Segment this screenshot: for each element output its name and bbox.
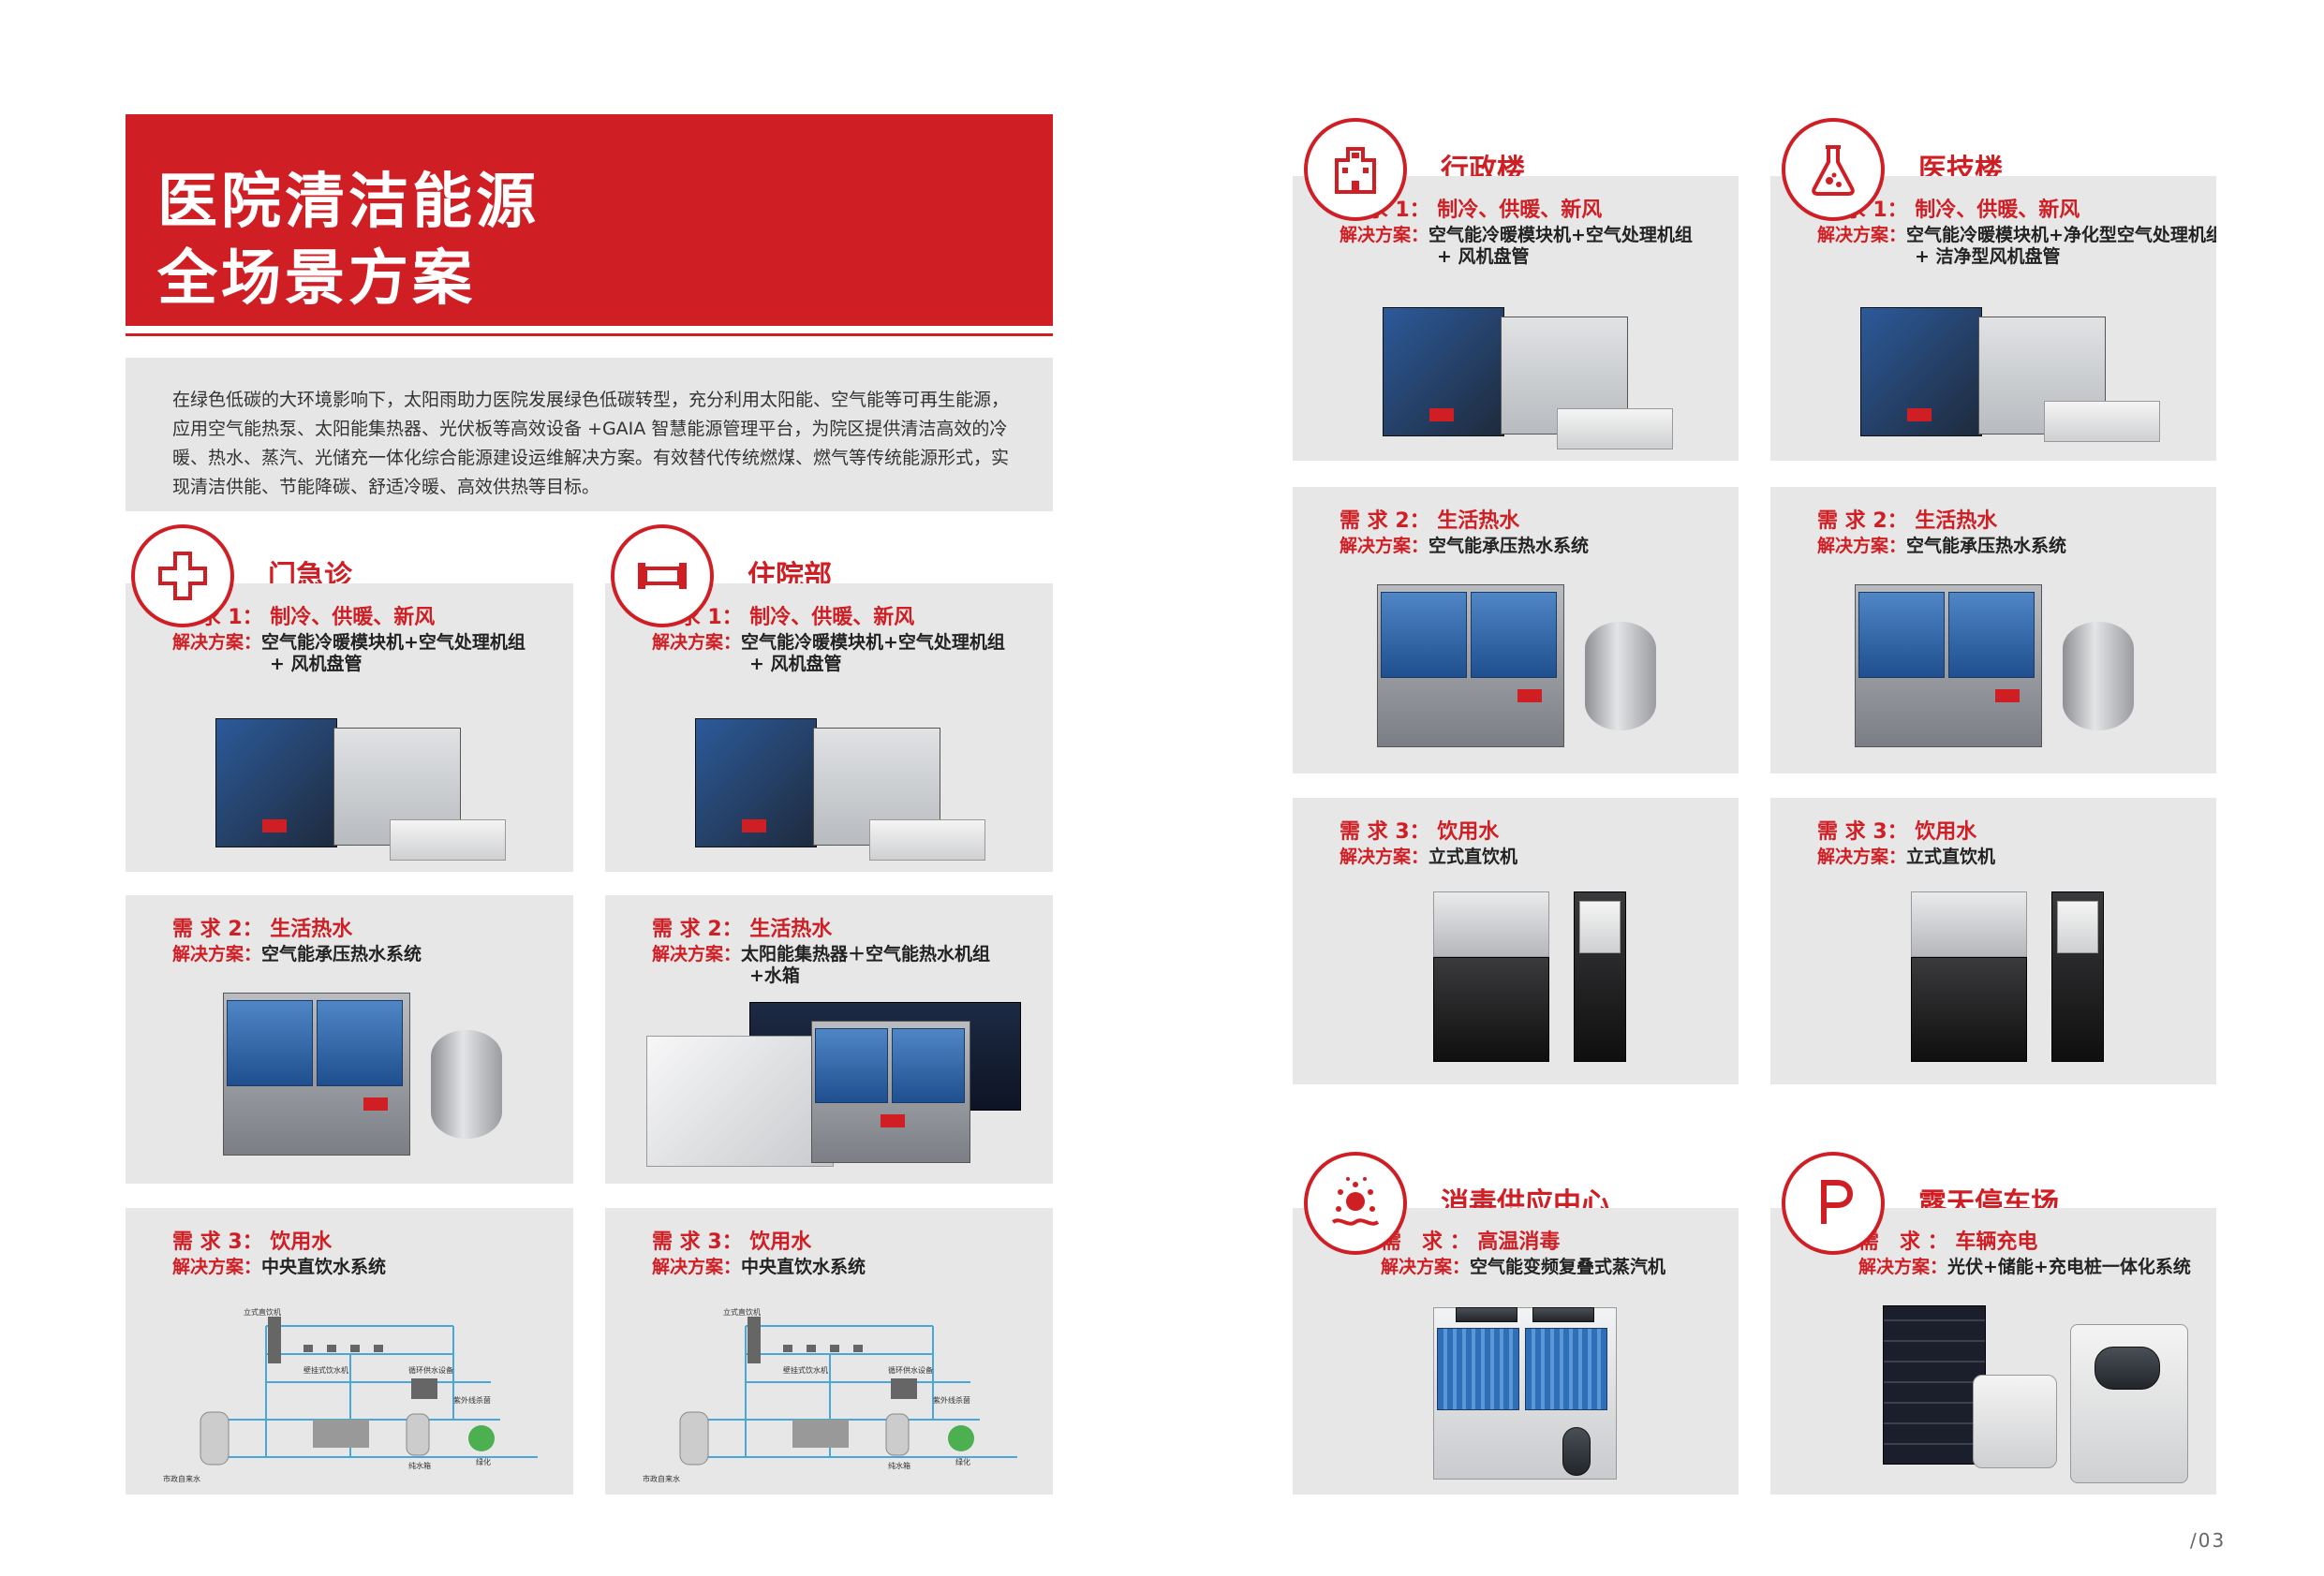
page-number: /03 (2190, 1529, 2227, 1552)
diagram-label: 市政自来水 (163, 1474, 200, 1483)
need-title: 需 求 ： 车辆充电 (1858, 1230, 2038, 1254)
need-title: 需 求 2： 生活热水 (172, 918, 353, 941)
building-icon (1304, 118, 1407, 221)
diagram-label: 壁挂式饮水机 (303, 1365, 348, 1375)
diagram-label: 壁挂式饮水机 (783, 1365, 828, 1375)
page-title-line1: 医院清洁能源 (157, 168, 540, 237)
card-medtech-need2: 需 求 2： 生活热水 解决方案：空气能承压热水系统 (1770, 487, 2216, 773)
solution-text: 解决方案：空气能承压热水系统 (172, 944, 422, 965)
diagram-label: 循环供水设备 (888, 1365, 933, 1375)
card-admin-need3: 需 求 3： 饮用水 解决方案：立式直饮机 (1293, 798, 1739, 1084)
card-inpatient-need2: 需 求 2： 生活热水 解决方案：太阳能集热器＋空气能热水机组+水箱 (605, 895, 1053, 1184)
need-title: 需 求 3： 饮用水 (652, 1230, 812, 1254)
diagram-label: 绿化 (476, 1457, 491, 1466)
diagram-label: 绿化 (955, 1457, 970, 1466)
card-parking-need: 需 求 ： 车辆充电 解决方案：光伏+储能+充电桩一体化系统 (1770, 1208, 2216, 1495)
need-title: 需 求 2： 生活热水 (652, 918, 833, 941)
need-title: 需 求 3： 饮用水 (1817, 820, 1977, 844)
solution-text: 解决方案：空气能冷暖模块机+空气处理机组+ 风机盘管 (172, 632, 525, 674)
virus-icon (1304, 1152, 1407, 1255)
parking-icon (1782, 1152, 1885, 1255)
card-inpatient-need1: 需 求 1： 制冷、供暖、新风 解决方案：空气能冷暖模块机+空气处理机组+ 风机… (605, 583, 1053, 872)
diagram-label: 纯水箱 (408, 1461, 431, 1470)
solution-text: 解决方案：中央直饮水系统 (652, 1257, 866, 1277)
flask-icon (1782, 118, 1885, 221)
need-title: 需 求 2： 生活热水 (1817, 509, 1998, 533)
diagram-label: 立式直饮机 (723, 1307, 761, 1317)
page-title-line2: 全场景方案 (157, 244, 476, 314)
solution-text: 解决方案：立式直饮机 (1340, 847, 1518, 867)
intro-paragraph: 在绿色低碳的大环境影响下，太阳雨助力医院发展绿色低碳转型，充分利用太阳能、空气能… (126, 358, 1053, 511)
solution-text: 解决方案：空气能承压热水系统 (1340, 536, 1590, 556)
solution-text: 解决方案：空气能冷暖模块机+空气处理机组+ 风机盘管 (652, 632, 1005, 674)
card-admin-need1: 需 求 1： 制冷、供暖、新风 解决方案：空气能冷暖模块机+空气处理机组+ 风机… (1293, 176, 1739, 461)
diagram-label: 紫外线杀菌 (933, 1395, 970, 1405)
solution-text: 解决方案：光伏+储能+充电桩一体化系统 (1858, 1257, 2191, 1277)
card-outpatient-need1: 需 求 1： 制冷、供暖、新风 解决方案：空气能冷暖模块机+空气处理机组+ 风机… (126, 583, 573, 872)
pipe-icon (611, 524, 714, 627)
title-banner: 医院清洁能源 全场景方案 (126, 114, 1053, 326)
water-system-diagram: 立式直饮机 壁挂式饮水机 循环供水设备 紫外线杀菌 纯水箱 绿化 市政自来水 (163, 1307, 538, 1483)
need-title: 需 求 3： 饮用水 (1340, 820, 1500, 844)
card-admin-need2: 需 求 2： 生活热水 解决方案：空气能承压热水系统 (1293, 487, 1739, 773)
diagram-label: 市政自来水 (643, 1474, 680, 1483)
solution-text: 解决方案：中央直饮水系统 (172, 1257, 387, 1277)
card-outpatient-need2: 需 求 2： 生活热水 解决方案：空气能承压热水系统 (126, 895, 573, 1184)
solution-text: 解决方案：空气能承压热水系统 (1817, 536, 2067, 556)
need-title: 需 求 2： 生活热水 (1340, 509, 1520, 533)
need-title: 需 求 ： 高温消毒 (1381, 1230, 1561, 1254)
card-medtech-need3: 需 求 3： 饮用水 解决方案：立式直饮机 (1770, 798, 2216, 1084)
need-title: 需 求 3： 饮用水 (172, 1230, 333, 1254)
solution-text: 解决方案：空气能冷暖模块机+空气处理机组+ 风机盘管 (1340, 225, 1693, 267)
diagram-label: 纯水箱 (888, 1461, 910, 1470)
card-sterile-need: 需 求 ： 高温消毒 解决方案：空气能变频复叠式蒸汽机 (1293, 1208, 1739, 1495)
solution-text: 解决方案：立式直饮机 (1817, 847, 1996, 867)
solution-text: 解决方案：空气能冷暖模块机+净化型空气处理机组+ 洁净型风机盘管 (1817, 225, 2216, 267)
medical-cross-icon (131, 524, 234, 627)
diagram-label: 立式直饮机 (244, 1307, 281, 1317)
water-system-diagram: 立式直饮机 壁挂式饮水机 循环供水设备 紫外线杀菌 纯水箱 绿化 市政自来水 (643, 1307, 1017, 1483)
solution-text: 解决方案：空气能变频复叠式蒸汽机 (1381, 1257, 1666, 1277)
title-divider (126, 333, 1053, 336)
card-medtech-need1: 需 求 1： 制冷、供暖、新风 解决方案：空气能冷暖模块机+净化型空气处理机组+… (1770, 176, 2216, 461)
solution-text: 解决方案：太阳能集热器＋空气能热水机组+水箱 (652, 944, 991, 986)
diagram-label: 紫外线杀菌 (453, 1395, 491, 1405)
diagram-label: 循环供水设备 (408, 1365, 453, 1375)
card-outpatient-need3: 需 求 3： 饮用水 解决方案：中央直饮水系统 立式直饮机 壁挂式饮水机 循环供… (126, 1208, 573, 1495)
card-inpatient-need3: 需 求 3： 饮用水 解决方案：中央直饮水系统 立式直饮机 壁挂式饮水机 循环供… (605, 1208, 1053, 1495)
